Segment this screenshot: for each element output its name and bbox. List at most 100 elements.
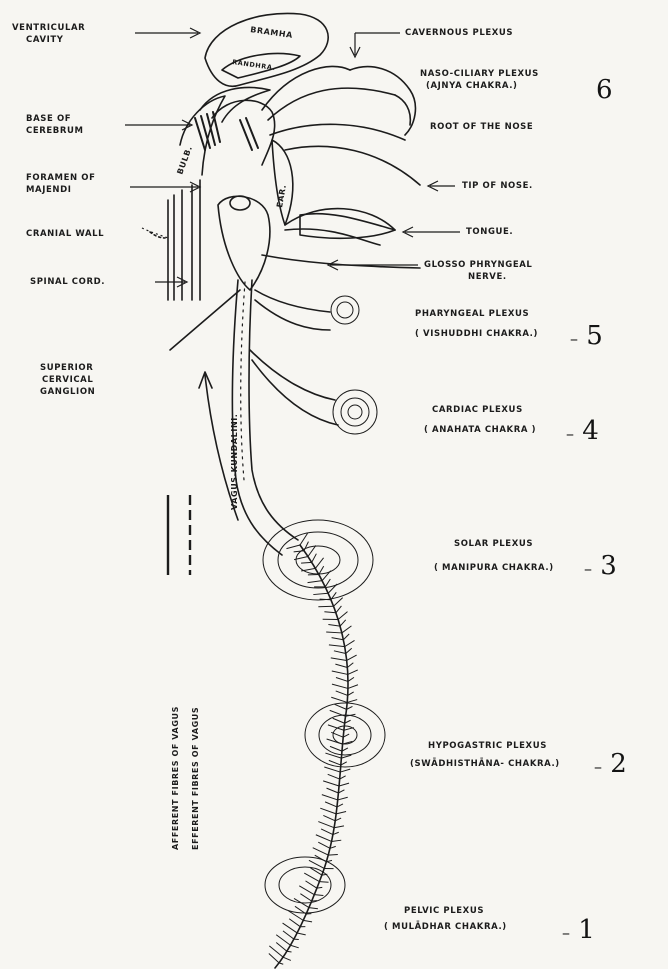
trunk-spike: [336, 678, 348, 682]
trunk-spike: [322, 795, 338, 800]
trunk-spike: [328, 854, 338, 855]
trunk-spike: [348, 670, 358, 675]
vagus-kundalini-label: VAGUS-KUNDALINI.: [230, 414, 239, 510]
trunk-spike: [332, 684, 348, 688]
nasal-plexus: [350, 67, 415, 135]
superior-cervical-ganglion-label: SUPERIOR CERVICAL GANGLION: [40, 362, 95, 398]
trunk-spike: [313, 848, 329, 855]
ventricle-curve: [200, 87, 270, 122]
trunk-spike: [306, 881, 317, 888]
randhra-label: RANDHRA.: [232, 58, 276, 72]
trunk-spike: [304, 542, 308, 551]
trunk-spike: [347, 663, 353, 668]
cardiac-plexus-bush: [333, 390, 377, 434]
trunk-spike: [336, 812, 346, 814]
naso-ciliary-plexus-label: NASO-CILIARY PLEXUS (AJNYA CHAKRA.): [420, 68, 539, 92]
trunk-spike: [345, 640, 355, 646]
trunk-spike: [309, 908, 318, 909]
trunk-spike: [323, 781, 339, 786]
trunk-spike: [289, 919, 300, 927]
trunk-spike: [334, 651, 346, 654]
trunk-spikes: [269, 533, 358, 964]
vagus-trunk-right: [249, 280, 298, 540]
trunk-spike: [324, 767, 340, 772]
trunk-spike: [287, 951, 292, 952]
trunk-spike: [343, 634, 349, 640]
pharyngeal-plexus-label: PHARYNGEAL PLEXUS ( VISHUDDHI CHAKRA.): [415, 308, 538, 340]
trunk-spike: [286, 545, 300, 549]
trunk-spike: [341, 755, 351, 758]
root-of-nose-label: ROOT OF THE NOSE: [430, 121, 533, 133]
trunk-spike: [299, 886, 314, 895]
trunk-spike: [327, 788, 339, 793]
trunk-spike: [334, 598, 343, 607]
tip-of-nose-label: TIP OF NOSE.: [462, 180, 533, 192]
trunk-spike: [332, 840, 342, 841]
trunk-spike: [301, 568, 315, 571]
trunk-spike: [331, 658, 347, 661]
trunk-spike: [333, 718, 345, 723]
chakra-number-4: – 4: [566, 418, 599, 447]
trunk-spike: [276, 943, 287, 952]
trunk-spike: [325, 579, 330, 587]
tongue-label: TONGUE.: [466, 226, 513, 238]
bulb-label: BULB.: [175, 145, 194, 176]
trunk-spike: [312, 554, 317, 563]
chakra-number-2: – 2: [594, 751, 627, 780]
trunk-spike: [308, 581, 323, 583]
cardiac-plexus-label: CARDIAC PLEXUS ( ANAHATA CHAKRA ): [432, 404, 536, 436]
trunk-spike: [330, 746, 342, 751]
trunk-spike: [283, 957, 291, 960]
trunk-spike: [340, 620, 346, 626]
trunk-spike: [319, 882, 328, 883]
chakra-number-5: – 5: [570, 323, 603, 352]
trunk-spike: [321, 829, 333, 835]
bramha-label: BRAMHA: [250, 25, 294, 40]
trunk-spike: [301, 562, 312, 563]
trunk-spike: [342, 626, 352, 633]
trunk-spike: [328, 584, 337, 593]
ear-outline: [272, 140, 293, 225]
trunk-spike: [300, 894, 311, 901]
trunk-spike: [336, 691, 348, 695]
trunk-spike: [348, 685, 358, 689]
trunk-spike: [313, 593, 328, 594]
trunk-spike: [338, 612, 347, 620]
medulla-blob: [218, 196, 270, 290]
solar-plexus-label: SOLAR PLEXUS ( MANIPURA CHAKRA.): [454, 538, 554, 574]
trunk-spike: [328, 625, 340, 627]
trunk-spike: [332, 671, 348, 674]
chakra-number-3: – 3: [584, 553, 617, 582]
trunk-spike: [338, 797, 348, 800]
base-of-cerebrum-hatch: [195, 112, 258, 150]
trunk-spike: [316, 835, 332, 842]
pharyngeal-plexus-bush: [331, 296, 359, 324]
trunk-spike: [304, 873, 319, 882]
trunk-spike: [335, 704, 347, 709]
efferent-label: EFFERENT FIBRES OF VAGUS: [191, 707, 200, 850]
trunk-spike: [329, 645, 345, 647]
trunk-spike: [297, 933, 306, 935]
trunk-spike: [340, 769, 350, 772]
trunk-spike: [325, 802, 337, 807]
ventricular-cavity-label: VENTRICULAR CAVITY: [12, 22, 85, 46]
trunk-spike: [283, 931, 294, 939]
trunk-spike: [279, 963, 283, 964]
trunk-spike: [314, 895, 323, 896]
trunk-spike: [346, 648, 352, 653]
trunk-spike: [324, 612, 336, 613]
trunk-spike: [326, 632, 342, 633]
trunk-spike: [322, 571, 331, 581]
trunk-spike: [318, 842, 330, 848]
chakra-number-1: – 1: [562, 917, 595, 946]
trunk-spike: [318, 606, 333, 607]
trunk-spike: [331, 697, 347, 702]
chakra-number-6: 6: [596, 77, 613, 103]
trunk-spike: [335, 664, 347, 667]
trunk-spike: [290, 945, 298, 948]
trunk-spike: [329, 760, 341, 765]
solar-plexus-bush: [263, 520, 373, 600]
trunk-spike: [332, 638, 344, 640]
trunk-spike: [325, 753, 341, 758]
